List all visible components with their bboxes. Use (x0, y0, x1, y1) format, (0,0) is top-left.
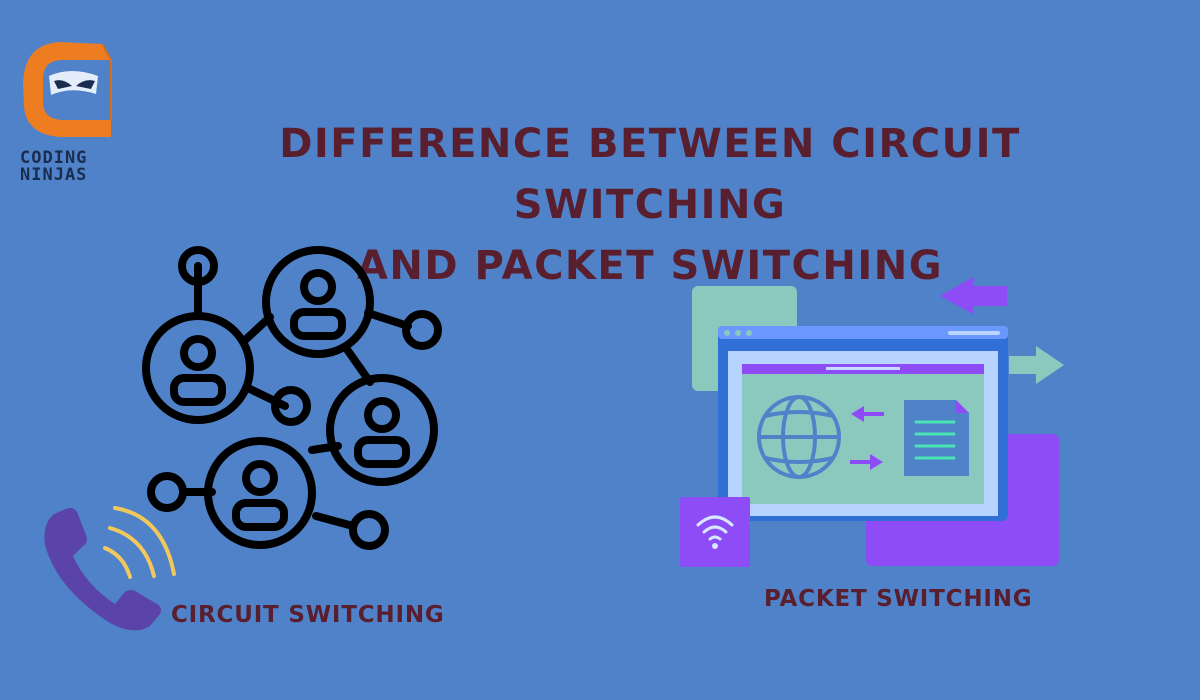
arrow-left-icon (940, 277, 1007, 314)
packet-switching-illustration (680, 277, 1064, 567)
network-nodes-icon (142, 246, 442, 550)
logo-text-coding: Coding (20, 148, 88, 168)
ninja-logo-icon (23, 42, 112, 137)
phone-icon (44, 506, 176, 631)
title-line-2: and Packet Switching (356, 243, 944, 289)
document-icon (904, 400, 969, 476)
coding-ninjas-logo (16, 34, 126, 194)
wifi-icon (680, 497, 750, 567)
packet-switching-label: Packet Switching (764, 586, 1033, 612)
globe-icon (757, 395, 841, 479)
title-line-1: Difference Between Circuit Switching (279, 121, 1021, 228)
arrow-right-icon (1009, 346, 1064, 384)
page-title: Difference Between Circuit Switching and… (155, 114, 1145, 297)
logo-text-ninjas: Ninjas (20, 165, 88, 185)
circuit-switching-label: Circuit Switching (171, 602, 445, 628)
